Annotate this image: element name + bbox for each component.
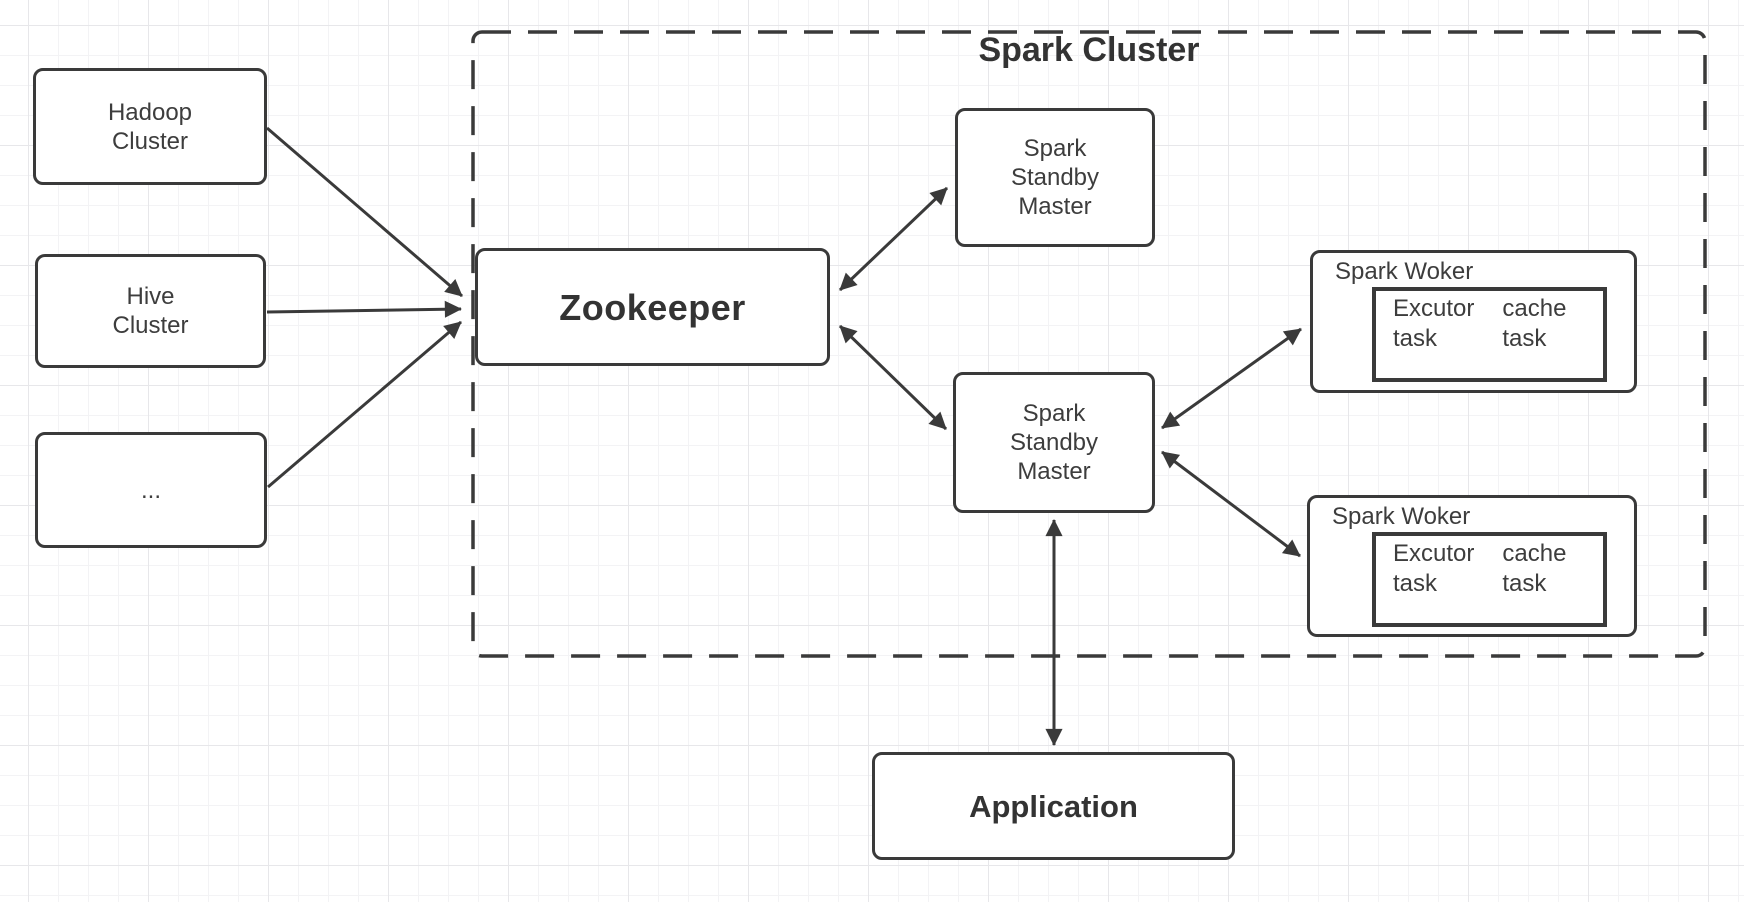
- executor-task-label: Excutor task: [1393, 295, 1475, 352]
- node-zookeeper[interactable]: Zookeeper: [475, 248, 830, 366]
- executor-task-label: Excutor task: [1393, 540, 1475, 597]
- node-spark-worker-top[interactable]: Spark Woker Excutor task cache task: [1310, 250, 1637, 393]
- spark-cluster-title: Spark Cluster: [978, 31, 1200, 69]
- node-spark-standby-master-bottom[interactable]: Spark Standby Master: [953, 372, 1155, 513]
- node-hadoop-cluster[interactable]: Hadoop Cluster: [33, 68, 267, 185]
- edge-standby-master-worker-bottom[interactable]: [1161, 450, 1301, 558]
- edge-zookeeper-standby-master-bottom[interactable]: [838, 324, 948, 431]
- node-spark-worker-bottom[interactable]: Spark Woker Excutor task cache task: [1307, 495, 1637, 637]
- cache-task-label: cache task: [1502, 540, 1567, 597]
- spark-worker-bottom-title: Spark Woker: [1332, 503, 1471, 530]
- zookeeper-label: Zookeeper: [559, 286, 746, 328]
- node-application[interactable]: Application: [872, 752, 1235, 860]
- standby-master-bottom-label: Spark Standby Master: [1009, 400, 1099, 485]
- node-spark-standby-master-top[interactable]: Spark Standby Master: [955, 108, 1155, 247]
- node-ellipsis[interactable]: ...: [35, 432, 267, 548]
- node-hive-cluster[interactable]: Hive Cluster: [35, 254, 266, 368]
- edge-hive-zookeeper[interactable]: [266, 300, 462, 318]
- spark-worker-top-title: Spark Woker: [1335, 258, 1474, 285]
- standby-master-top-label: Spark Standby Master: [1010, 135, 1100, 220]
- hive-cluster-label: Hive Cluster: [112, 283, 189, 339]
- edge-standby-master-worker-top[interactable]: [1161, 327, 1302, 430]
- executor-box-bottom[interactable]: Excutor task cache task: [1372, 532, 1607, 627]
- hadoop-cluster-label: Hadoop Cluster: [107, 98, 193, 155]
- edge-hadoop-zookeeper[interactable]: [266, 126, 463, 298]
- executor-box-top[interactable]: Excutor task cache task: [1372, 287, 1607, 382]
- edge-ellipsis-zookeeper[interactable]: [267, 320, 462, 489]
- edge-zookeeper-standby-master-top[interactable]: [838, 186, 949, 292]
- ellipsis-label: ...: [140, 476, 161, 504]
- cache-task-label: cache task: [1502, 295, 1567, 352]
- application-label: Application: [969, 788, 1138, 824]
